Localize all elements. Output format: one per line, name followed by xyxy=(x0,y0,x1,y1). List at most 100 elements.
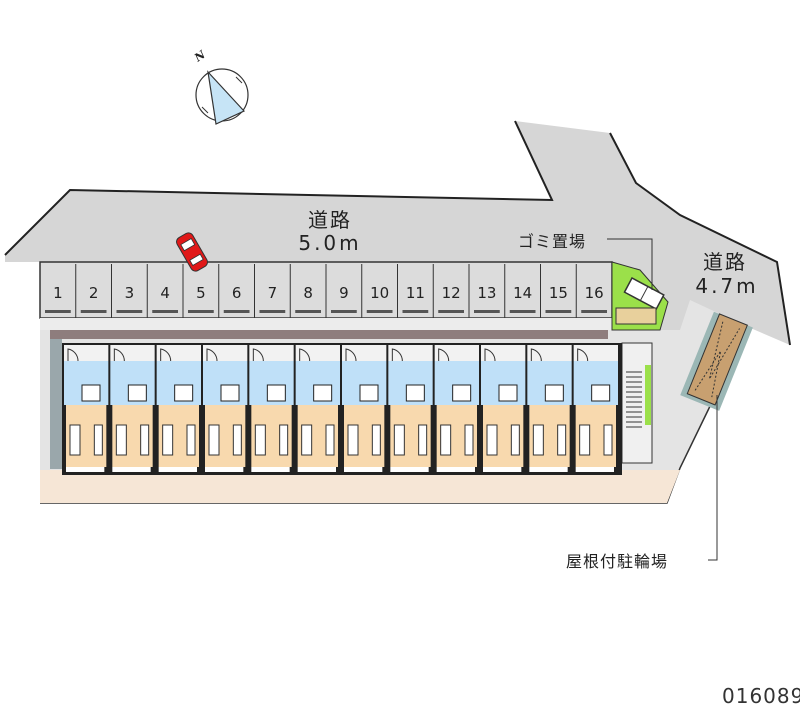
parking-slot-6: 6 xyxy=(231,284,242,302)
furniture xyxy=(208,424,220,456)
bath xyxy=(127,384,147,402)
wheel-stop xyxy=(223,310,250,313)
garbage-area xyxy=(623,276,665,311)
entry xyxy=(573,345,618,361)
car-icon xyxy=(176,232,208,272)
balcony xyxy=(251,467,290,472)
apartment-unit xyxy=(481,345,526,472)
closet xyxy=(93,424,103,456)
bath xyxy=(313,384,333,402)
wheel-stop xyxy=(259,310,286,313)
door-swing xyxy=(299,348,311,362)
balcony xyxy=(297,467,336,472)
bath xyxy=(544,384,564,402)
parking-slot-4: 4 xyxy=(160,284,170,302)
parking-slot-7: 7 xyxy=(267,284,278,302)
furniture xyxy=(440,424,452,456)
wheel-stop xyxy=(152,310,178,313)
bath xyxy=(452,384,472,402)
ground-strip xyxy=(40,470,680,503)
road-edge xyxy=(4,120,554,256)
wheel-stop xyxy=(366,310,393,313)
closet xyxy=(140,424,150,456)
bath xyxy=(266,384,286,402)
balcony xyxy=(112,467,151,472)
wheel-stop xyxy=(402,310,429,313)
entry xyxy=(481,345,526,361)
parking-slot-15: 15 xyxy=(548,284,568,302)
walkway xyxy=(40,318,612,330)
entry xyxy=(434,345,479,361)
parking-slot-3: 3 xyxy=(124,284,135,302)
bath xyxy=(174,384,194,402)
balcony xyxy=(158,467,197,472)
side-road-name: 道路 xyxy=(703,250,747,274)
apartment-unit xyxy=(434,345,479,472)
parking-slot-10: 10 xyxy=(370,284,390,302)
garbage-callout-line xyxy=(607,238,653,290)
bath xyxy=(591,384,611,402)
door-swing xyxy=(530,348,542,362)
furniture xyxy=(393,424,405,456)
bike-parking-label: 屋根付駐輪場 xyxy=(566,552,669,571)
entry xyxy=(110,345,155,361)
parking-slot-9: 9 xyxy=(339,284,349,302)
north-compass-icon: N xyxy=(191,47,249,125)
apartment-unit xyxy=(573,345,618,472)
bike-callout-line xyxy=(708,395,718,561)
parking-slot-1: 1 xyxy=(53,284,63,302)
balcony xyxy=(575,467,614,472)
apartment-unit xyxy=(527,345,572,472)
closet xyxy=(418,424,428,456)
bath xyxy=(220,384,240,402)
bike-rack xyxy=(615,307,657,325)
door-swing xyxy=(113,348,125,362)
entry xyxy=(203,345,248,361)
apartment-unit xyxy=(342,345,387,472)
closet xyxy=(325,424,335,456)
closet xyxy=(510,424,520,456)
balcony xyxy=(344,467,383,472)
apartment-unit xyxy=(249,345,294,472)
parking-slot-14: 14 xyxy=(513,284,533,302)
entry xyxy=(64,345,109,361)
entry xyxy=(295,345,340,361)
balcony xyxy=(483,467,522,472)
apartment-unit xyxy=(64,345,109,472)
bike-shelter xyxy=(680,311,753,411)
entry xyxy=(342,345,387,361)
furniture xyxy=(162,424,174,456)
closet xyxy=(557,424,567,456)
entry xyxy=(156,345,201,361)
bath xyxy=(81,384,101,402)
apartment-unit xyxy=(295,345,340,472)
balcony xyxy=(390,467,429,472)
parking-slot-5: 5 xyxy=(196,284,206,302)
furniture xyxy=(254,424,266,456)
greenery-strip xyxy=(645,365,651,425)
apartment-unit xyxy=(156,345,201,472)
main-road-width: 5.0m xyxy=(298,231,362,255)
furniture xyxy=(301,424,313,456)
door-swing xyxy=(391,348,403,362)
closet xyxy=(371,424,381,456)
furniture xyxy=(115,424,127,456)
door-swing xyxy=(206,348,218,362)
closet xyxy=(603,424,613,456)
apartment-unit xyxy=(110,345,155,472)
balcony xyxy=(529,467,568,472)
balcony xyxy=(436,467,475,472)
furniture xyxy=(579,424,591,456)
furniture xyxy=(69,424,81,456)
furniture xyxy=(486,424,498,456)
bath xyxy=(498,384,518,402)
door-swing xyxy=(345,348,357,362)
furniture xyxy=(347,424,359,456)
wheel-stop xyxy=(45,310,71,313)
fence xyxy=(50,330,608,339)
wheel-stop xyxy=(116,310,143,313)
parking-slot-13: 13 xyxy=(477,284,497,302)
wheel-stop xyxy=(545,310,572,313)
closet xyxy=(464,424,474,456)
apartment-unit xyxy=(388,345,433,472)
